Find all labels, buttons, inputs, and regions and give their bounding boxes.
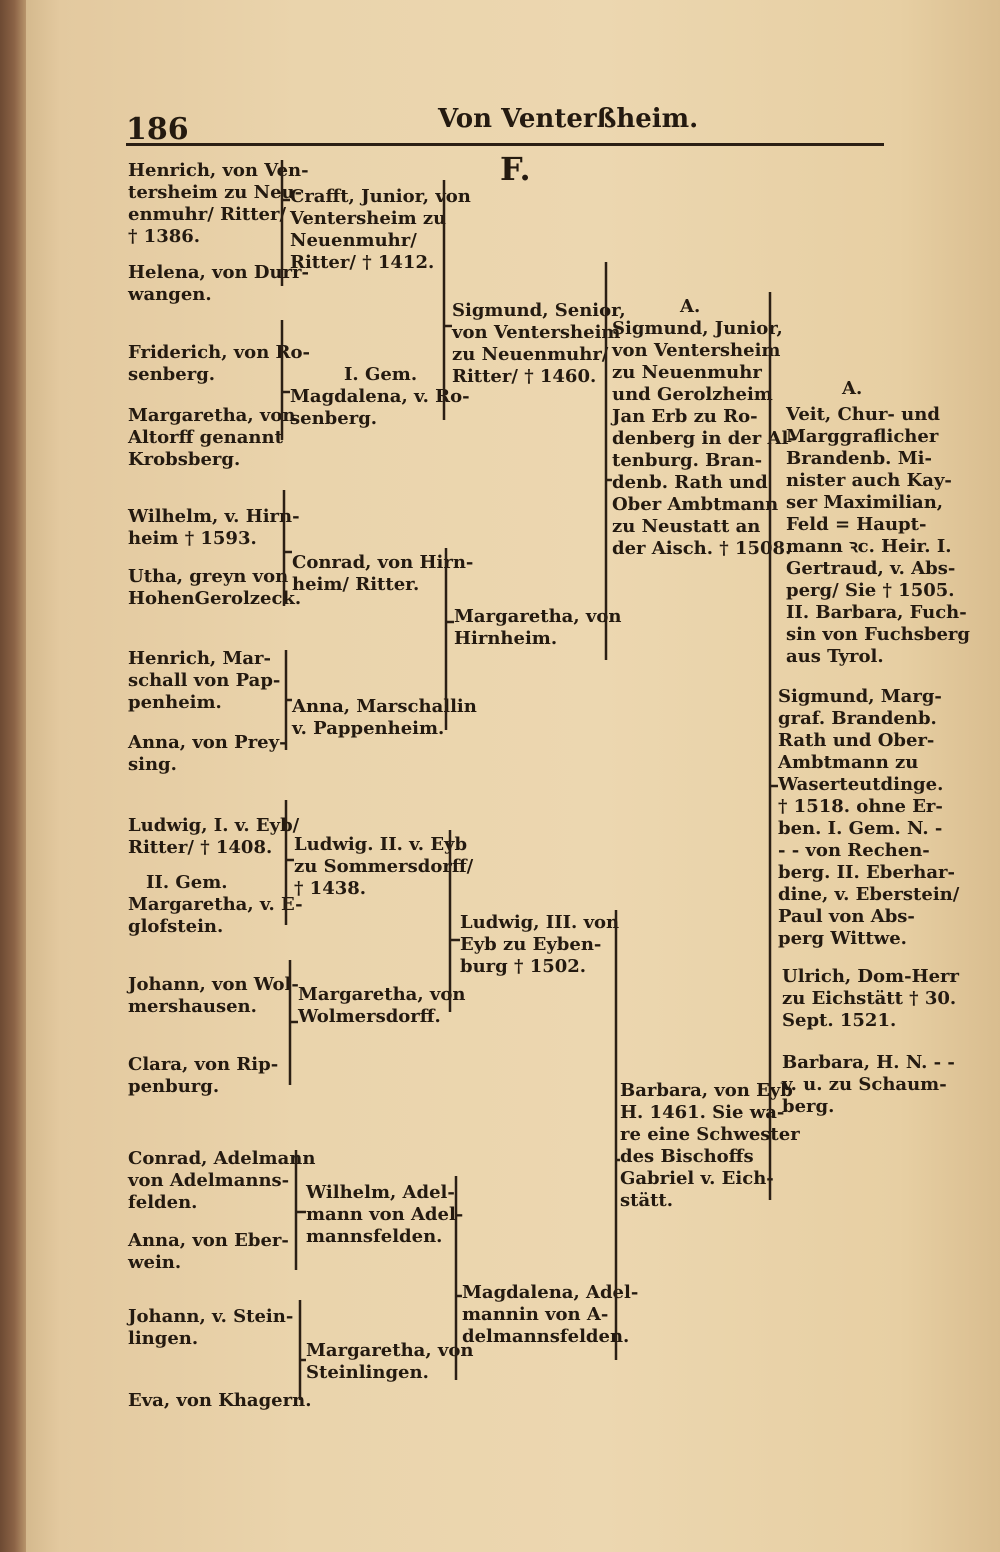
running-title: Von Venterßheim.: [438, 104, 699, 134]
entry-i-gem: I. Gem.: [344, 364, 418, 385]
header-rule: [126, 143, 884, 146]
entry-johann-wolmershausen: Johann, von Wol- mershausen.: [128, 974, 299, 1017]
entry-utha-hohengerolzeck: Utha, greyn von HohenGerolzeck.: [128, 566, 302, 609]
entry-johann-steinlingen: Johann, v. Stein- lingen.: [128, 1306, 294, 1349]
section-letter: F.: [500, 150, 531, 188]
entry-conrad-adelmann: Conrad, Adelmann von Adelmanns- felden.: [128, 1148, 316, 1213]
entry-ludwig-eyb: Ludwig, I. v. Eyb/ Ritter/ † 1408.: [128, 815, 300, 858]
entry-margaretha-wolmersdorff: Margaretha, von Wolmersdorff.: [298, 984, 466, 1027]
entry-veit: Veit, Chur- und Marggraflicher Brandenb.…: [786, 404, 970, 667]
entry-anna-eberwein: Anna, von Eber- wein.: [128, 1230, 289, 1273]
entry-crafft-junior: Crafft, Junior, von Ventersheim zu Neuen…: [290, 186, 471, 273]
entry-helena-durrwangen: Helena, von Durr- wangen.: [128, 262, 309, 305]
entry-ludwig-ii: Ludwig. II. v. Eyb zu Sommersdorff/ † 14…: [294, 834, 474, 899]
entry-sigmund-senior: Sigmund, Senior, von Ventersheim zu Neue…: [452, 300, 626, 387]
entry-sigmund-junior: Sigmund, Junior, von Ventersheim zu Neue…: [612, 318, 796, 559]
entry-ulrich-dom: Ulrich, Dom-Herr zu Eichstätt † 30. Sept…: [782, 966, 959, 1031]
entry-a-mark-col4: A.: [680, 296, 701, 317]
entry-henrich-venterssheim: Henrich, von Ven- tersheim zu Neu- enmuh…: [128, 160, 309, 247]
entry-barbara-eyb: Barbara, von Eyb H. 1461. Sie wa- re ein…: [620, 1080, 800, 1211]
entry-eva-khagern: Eva, von Khagern.: [128, 1390, 312, 1411]
entry-a-mark-col5: A.: [842, 378, 863, 399]
entry-wilhelm-hirnheim: Wilhelm, v. Hirn- heim † 1593.: [128, 506, 300, 549]
page-number: 186: [126, 112, 189, 147]
entry-friderich-rosenberg: Friderich, von Ro- senberg.: [128, 342, 310, 385]
entry-ludwig-iii: Ludwig, III. von Eyb zu Eyben- burg † 15…: [460, 912, 620, 977]
entry-clara-rippenburg: Clara, von Rip- penburg.: [128, 1054, 279, 1097]
entry-wilhelm-adelmann: Wilhelm, Adel- mann von Adel- mannsfelde…: [306, 1182, 464, 1247]
book-spine: [0, 0, 26, 1552]
entry-margaretha-eglofstein: Margaretha, v. E- glofstein.: [128, 894, 303, 937]
entry-sigmund-marggraf: Sigmund, Marg- graf. Brandenb. Rath und …: [778, 686, 960, 949]
entry-henrich-pappenheim: Henrich, Mar- schall von Pap- penheim.: [128, 648, 281, 713]
entry-magdalena-adelmannin: Magdalena, Adel- mannin von A- delmannsf…: [462, 1282, 639, 1347]
entry-barbara-schaumberg: Barbara, H. N. - - v. u. zu Schaum- berg…: [782, 1052, 955, 1117]
entry-margaretha-hirnheim: Margaretha, von Hirnheim.: [454, 606, 622, 649]
entry-margaretha-altorff: Margaretha, von Altorff genannt Krobsber…: [128, 405, 296, 470]
entry-ii-gem: II. Gem.: [146, 872, 228, 893]
entry-margaretha-steinlingen: Margaretha, von Steinlingen.: [306, 1340, 474, 1383]
entry-anna-preysing: Anna, von Prey- sing.: [128, 732, 287, 775]
